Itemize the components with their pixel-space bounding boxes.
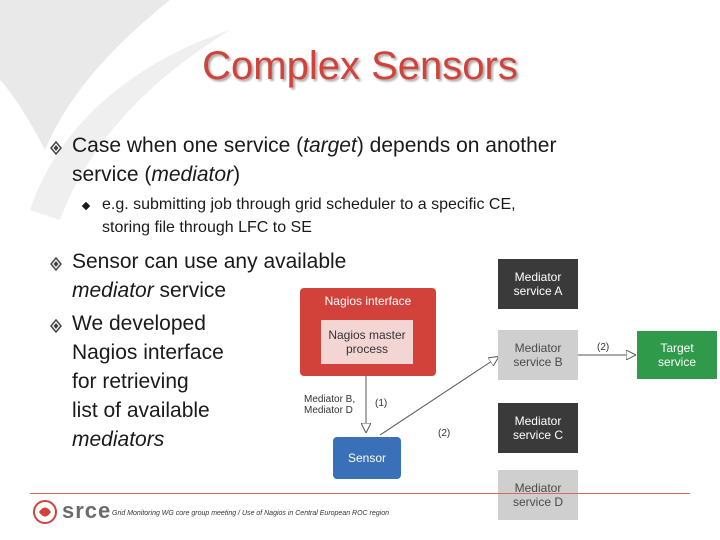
srce-logo-text: srce (62, 498, 112, 523)
mediator-service-a-box: Mediator service A (498, 259, 578, 309)
srce-logo-icon (33, 500, 57, 524)
diamond-bullet-icon (50, 257, 62, 271)
nagios-master-process-box: Nagios master process (321, 320, 413, 364)
bullet-1-text: Case when one service (target) depends o… (72, 134, 557, 186)
mediator-service-b-box: Mediator service B (498, 330, 578, 380)
mediator-service-c-box: Mediator service C (498, 403, 578, 453)
step-2-target-label: (2) (597, 342, 610, 353)
diamond-bullet-icon (50, 141, 62, 155)
footer-divider (30, 493, 690, 494)
diamond-bullet-icon (50, 319, 62, 333)
bullet-2-text: Sensor can use any available mediator se… (72, 250, 347, 302)
mediators-list-label: Mediator B, Mediator D (304, 394, 356, 416)
sub-bullet-text: e.g. submitting job through grid schedul… (102, 196, 516, 236)
target-service-box: Target service (637, 331, 717, 379)
step-1-label: (1) (375, 398, 388, 409)
step-2-label: (2) (438, 428, 451, 439)
sensor-box: Sensor (333, 437, 401, 479)
footer-text: Grid Monitoring WG core group meeting / … (112, 510, 390, 517)
nagios-interface-label: Nagios interface (324, 294, 412, 308)
slide-title: Complex Sensors (202, 44, 518, 88)
bullet-3-text: We developed Nagios interface for retrie… (72, 312, 224, 451)
mediator-service-d-box: Mediator service D (498, 470, 578, 520)
